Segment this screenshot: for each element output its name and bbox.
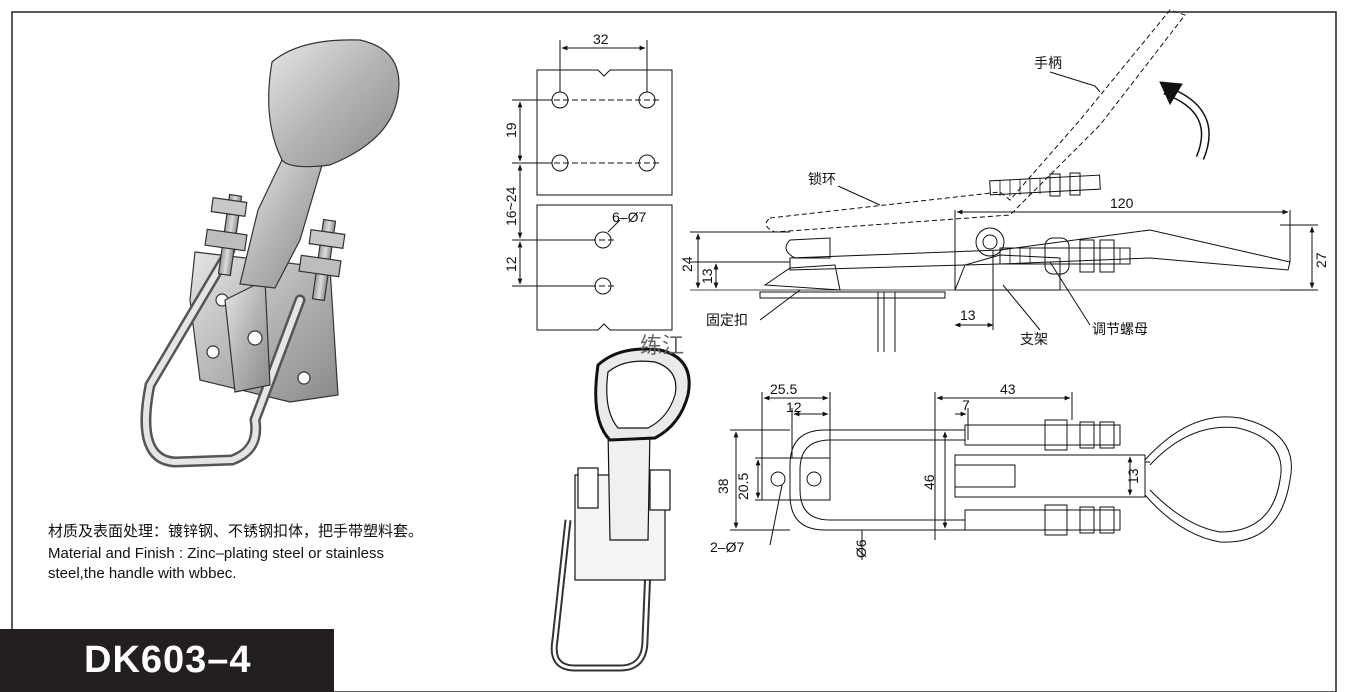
material-text-en-2: steel,the handle with wbbec. (48, 565, 237, 582)
dim-top-43: 43 (1000, 381, 1016, 397)
latch-3d-render (140, 39, 400, 468)
model-banner: DK603–4 (0, 629, 334, 692)
dim-side-13b: 13 (960, 307, 976, 323)
model-number: DK603–4 (84, 639, 252, 681)
label-handle: 手柄 (1034, 55, 1062, 71)
watermark: 练江 (640, 334, 685, 359)
dim-top-46: 46 (921, 474, 937, 490)
dim-top-25-5: 25.5 (770, 381, 797, 397)
label-fixed-buckle: 固定扣 (706, 312, 748, 328)
latch-front-drawing (550, 347, 691, 672)
label-adjust-nut: 调节螺母 (1092, 321, 1148, 337)
top-view (730, 392, 1292, 560)
label-lock-ring: 锁环 (808, 171, 836, 187)
label-bracket: 支架 (1020, 331, 1048, 347)
dim-plate-width: 32 (593, 31, 609, 47)
dim-plate-v2: 16~24 (503, 186, 519, 226)
material-text-en-1: Material and Finish : Zinc–plating steel… (48, 545, 384, 562)
dim-top-38: 38 (715, 478, 731, 494)
dim-top-20-5: 20.5 (735, 473, 751, 500)
dim-top-7: 7 (962, 397, 970, 413)
dim-side-13a: 13 (699, 268, 715, 284)
dim-top-wire: Ø6 (853, 539, 869, 558)
dim-plate-v1: 19 (503, 122, 519, 138)
dim-plate-holes: 6–Ø7 (612, 209, 646, 225)
material-text-cn: 材质及表面处理：镀锌钢、不锈钢扣体，把手带塑料套。 (48, 523, 424, 540)
dim-top-13: 13 (1125, 468, 1141, 484)
dim-side-120: 120 (1110, 195, 1134, 211)
dim-top-12: 12 (786, 399, 802, 415)
dim-side-27: 27 (1313, 252, 1329, 268)
plate-view (512, 40, 673, 331)
dim-top-holes: 2–Ø7 (710, 539, 744, 555)
side-view (690, 9, 1318, 352)
dim-plate-v3: 12 (503, 256, 519, 272)
dim-side-24: 24 (679, 256, 695, 272)
